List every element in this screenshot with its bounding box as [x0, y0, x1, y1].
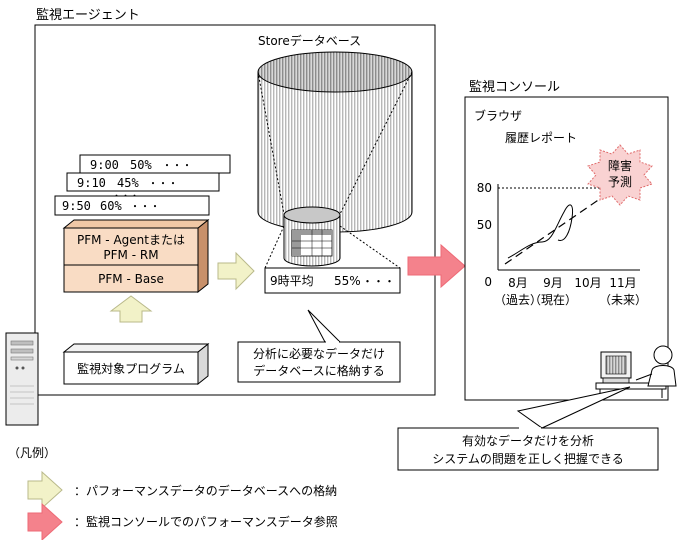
hourly-average-ellipsis: ・・・	[362, 275, 395, 288]
report-title: 履歴レポート	[505, 131, 577, 145]
record-ellipsis: ・・・	[162, 161, 192, 172]
analysis-callout-line-2: データベースに格納する	[253, 363, 384, 378]
store-title: Storeデータベース	[258, 33, 361, 48]
data-record	[54, 195, 210, 216]
browser-label: ブラウザ	[474, 108, 522, 123]
reference-arrow	[407, 243, 466, 289]
console-title: 監視コンソール	[469, 79, 560, 95]
pfm-line-1: PFM - Agentまたは	[77, 233, 185, 247]
data-record	[66, 172, 220, 192]
y-tick-80: 80	[477, 181, 492, 195]
legend-storage-arrow	[27, 470, 63, 510]
record-time: 9:10	[77, 176, 106, 190]
operator-icon	[595, 345, 677, 398]
x-tick-nov: 11月	[609, 276, 636, 290]
storage-arrow-up	[109, 295, 153, 323]
failure-prediction-burst	[587, 144, 653, 206]
pfm-agent-box	[62, 218, 210, 294]
y-tick-50: 50	[477, 218, 492, 232]
x-tick-aug: 8月	[508, 276, 528, 290]
x-tick-sep: 9月	[543, 276, 563, 290]
storage-arrow-right	[217, 251, 255, 291]
legend-reference-label: ：監視コンソールでのパフォーマンスデータ参照	[74, 514, 338, 529]
monitored-program-box	[62, 342, 210, 386]
record-value: 45%	[117, 176, 139, 190]
analysis-callout-line-1: 分析に必要なデータだけ	[253, 346, 385, 361]
burst-line-1: 障害	[608, 158, 632, 173]
store-database-cylinder	[257, 51, 413, 233]
server-icon	[5, 332, 39, 426]
console-callout-line-1: 有効なデータだけを分析	[462, 433, 594, 448]
agent-title: 監視エージェント	[36, 7, 140, 23]
x-note-present: （現在）	[529, 293, 577, 307]
burst-line-2: 予測	[608, 175, 632, 189]
trend-line	[504, 191, 611, 265]
x-tick-oct: 10月	[574, 276, 601, 290]
x-note-past: （過去）	[494, 293, 542, 307]
legend-storage-label: ：パフォーマンスデータのデータベースへの格納	[74, 483, 337, 498]
console-frame	[464, 96, 669, 401]
small-database-cylinder	[283, 206, 341, 267]
console-callout	[397, 427, 659, 471]
legend-reference-arrow	[27, 502, 63, 540]
measured-curve	[507, 204, 573, 259]
monitored-program-label: 監視対象プログラム	[77, 361, 185, 376]
console-callout-pointer	[516, 386, 631, 429]
data-record-stack: 9:00 50% ・・・ 9:10 45% ・・・ ・・・ 9:50 60% ・…	[54, 154, 231, 216]
hourly-average-value: 55%	[334, 274, 361, 288]
record-time: 9:50	[62, 199, 91, 213]
pfm-line-2: PFM - RM	[103, 248, 158, 262]
legend-title: （凡例）	[8, 446, 56, 460]
record-time: 9:00	[90, 158, 119, 172]
hourly-average-record	[264, 267, 401, 294]
y-tick-0: 0	[484, 275, 492, 289]
pfm-line-3: PFM - Base	[98, 272, 164, 286]
record-ellipsis: ・・・	[148, 179, 178, 190]
analysis-callout	[237, 341, 401, 383]
x-note-future: （未来）	[599, 293, 647, 307]
zoom-funnel-lines	[257, 71, 413, 269]
hourly-average-label: 9時平均	[270, 274, 314, 288]
record-value: 60%	[100, 199, 122, 213]
record-ellipsis: ・・・	[130, 202, 160, 213]
record-value: 50%	[130, 158, 152, 172]
history-chart	[497, 184, 640, 271]
console-callout-line-2: システムの問題を正しく把握できる	[432, 451, 623, 466]
